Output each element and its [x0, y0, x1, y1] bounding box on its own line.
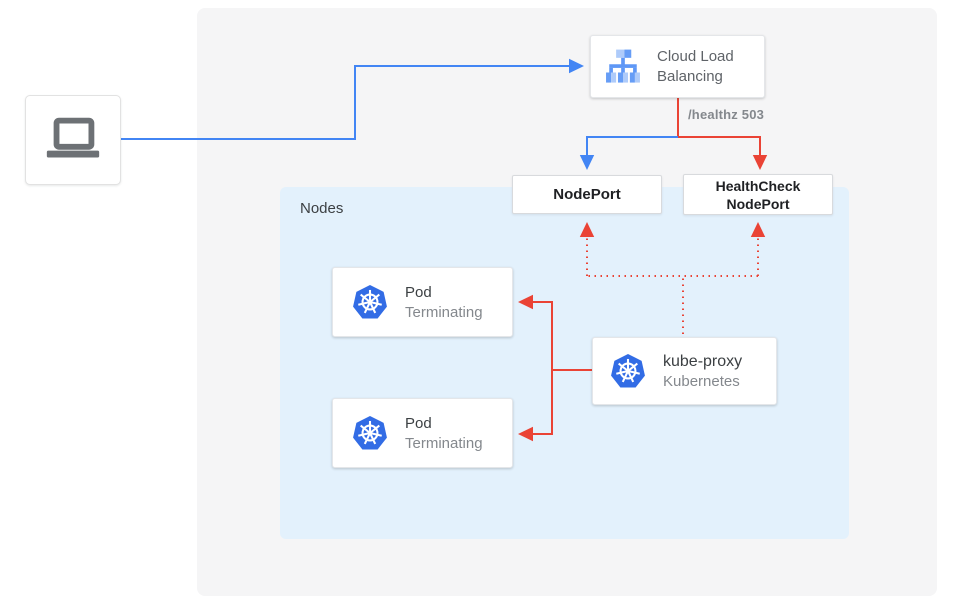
cloud-load-balancing-icon	[601, 45, 645, 89]
pod-terminating-box-1: Pod Terminating	[332, 267, 513, 337]
cloud-load-balancing-box: Cloud Load Balancing	[590, 35, 765, 98]
pod-status: Terminating	[405, 434, 483, 452]
cloud-load-balancing-label: Cloud Load Balancing	[657, 47, 734, 85]
kube-proxy-box: kube-proxy Kubernetes	[592, 337, 777, 405]
kubernetes-icon	[609, 352, 647, 390]
kube-proxy-title: kube-proxy	[663, 352, 743, 370]
pod-terminating-box-2: Pod Terminating	[332, 398, 513, 468]
nodeport-box: NodePort	[512, 175, 662, 214]
pod-title: Pod	[405, 414, 432, 432]
client-device-box	[25, 95, 121, 185]
pod-title: Pod	[405, 283, 432, 301]
healthcheck-nodeport-label: HealthCheck NodePort	[715, 177, 801, 212]
kubernetes-icon	[351, 283, 389, 321]
nodeport-label: NodePort	[553, 186, 621, 203]
healthcheck-nodeport-box: HealthCheck NodePort	[683, 174, 833, 215]
pod-status: Terminating	[405, 303, 483, 321]
kube-proxy-subtitle: Kubernetes	[663, 372, 740, 390]
laptop-icon	[42, 114, 104, 166]
kubernetes-icon	[351, 414, 389, 452]
healthz-status-label: /healthz 503	[688, 107, 765, 122]
nodes-group-label: Nodes	[300, 200, 344, 217]
